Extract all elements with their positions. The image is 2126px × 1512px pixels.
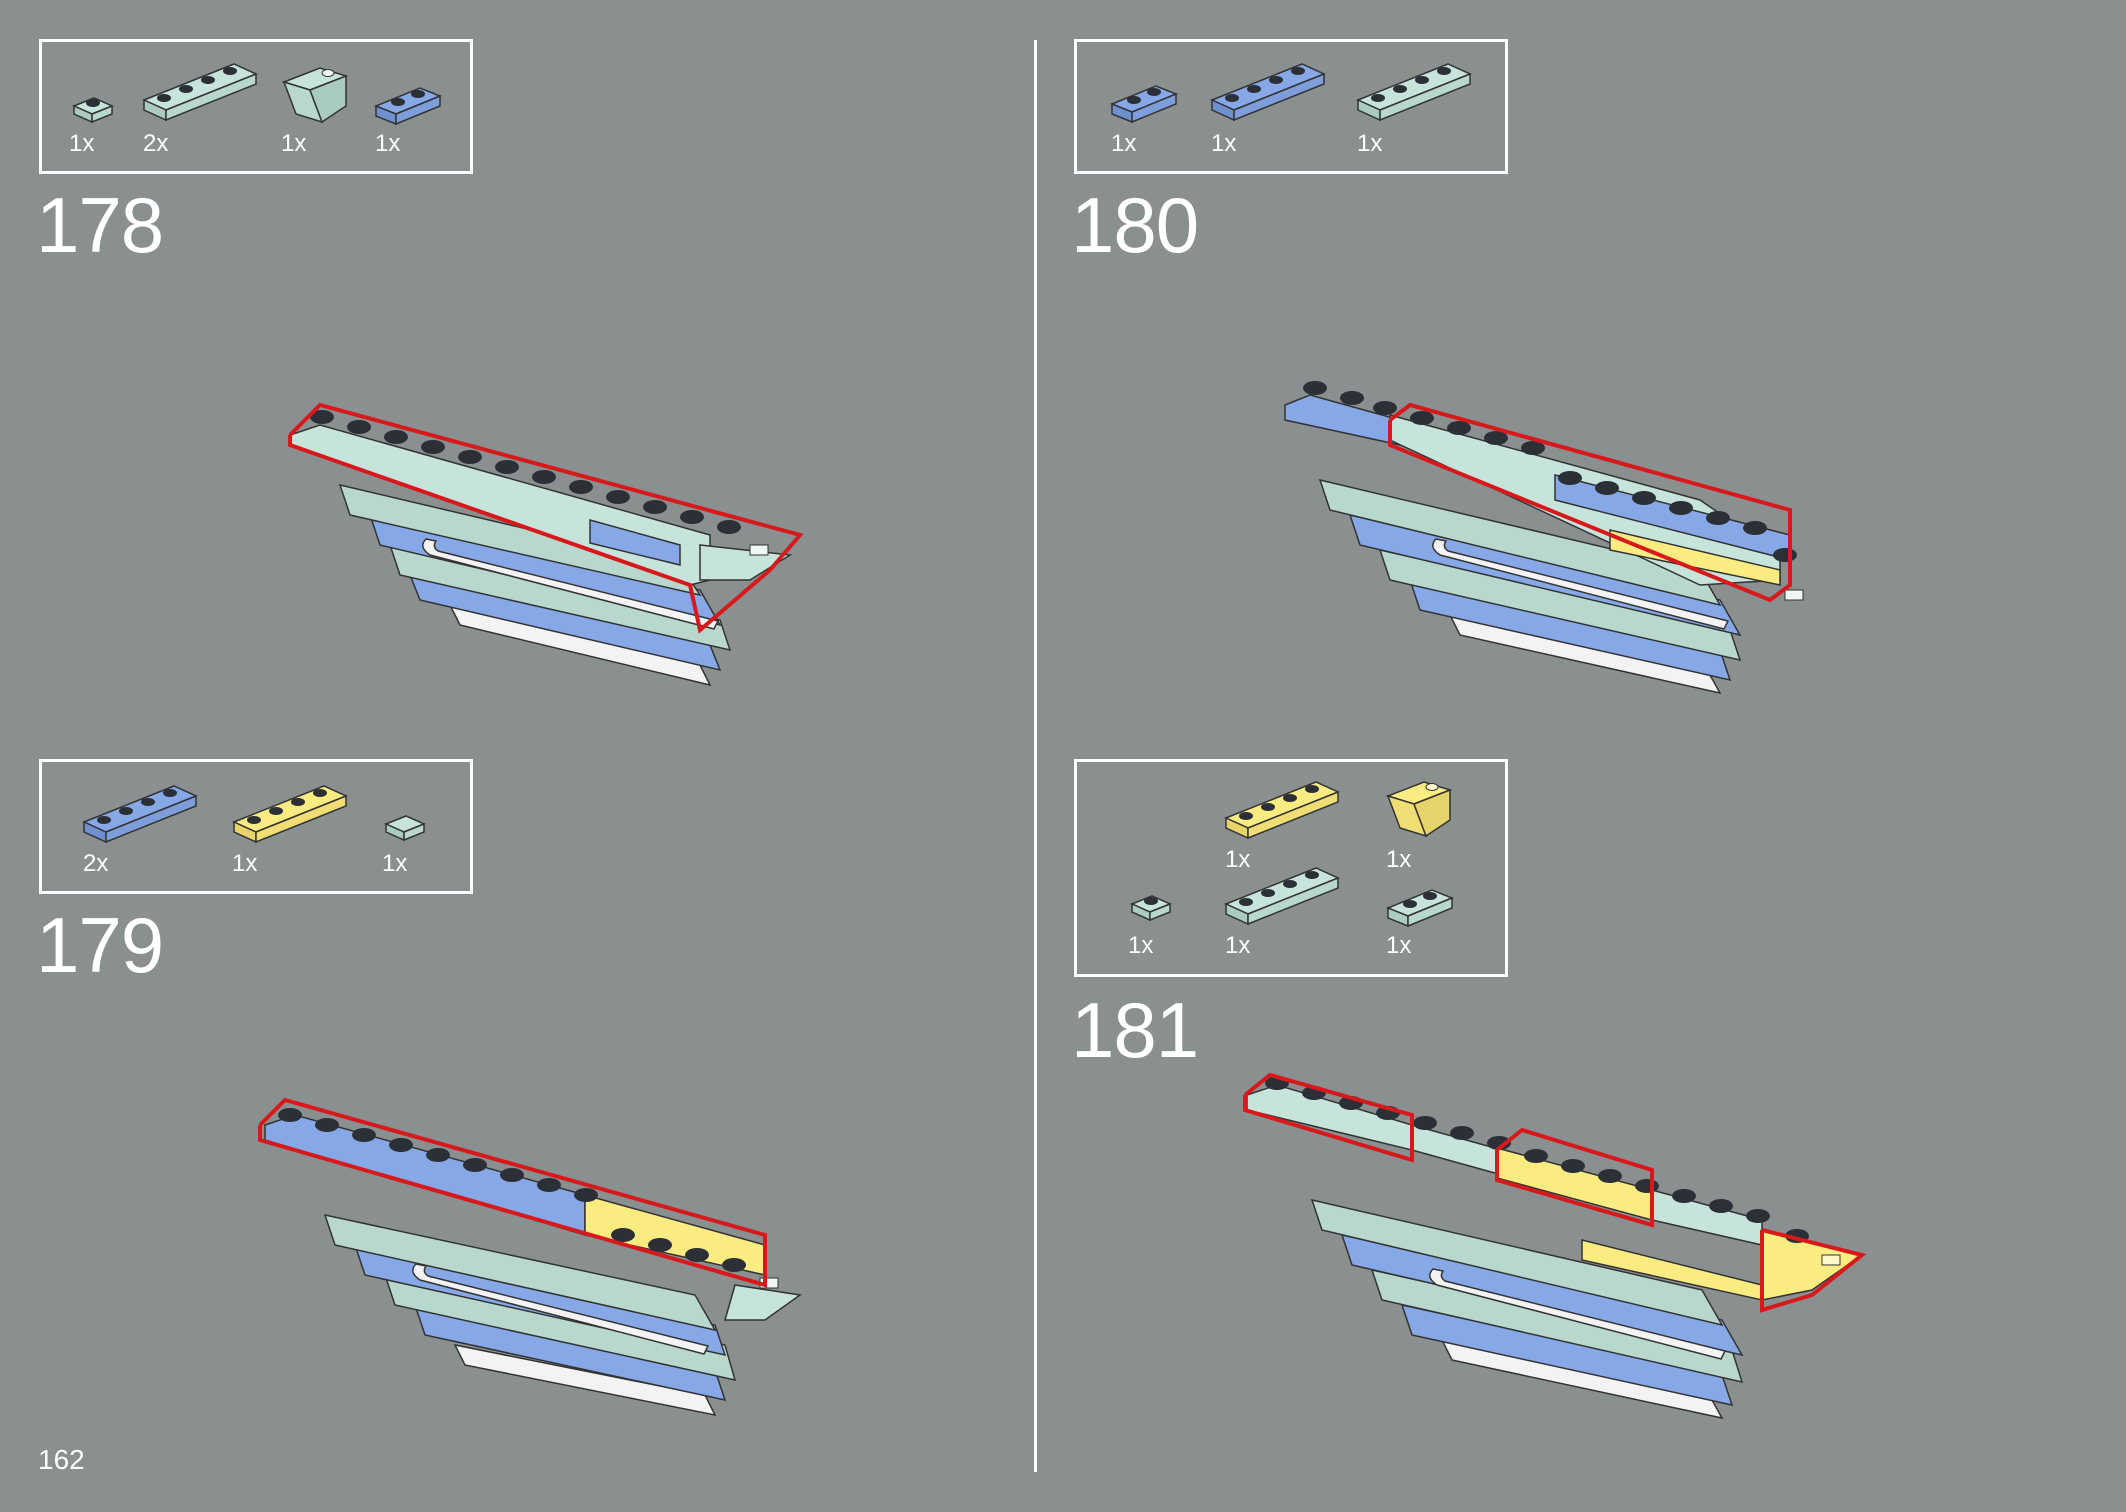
model-step-180 [1284, 381, 1804, 695]
parts-list-180 [1074, 39, 1508, 174]
step-number-179: 179 [36, 901, 164, 989]
step-number-178: 178 [36, 181, 164, 269]
qty-179-3: 1x [382, 850, 408, 877]
qty-181-4: 1x [1225, 932, 1251, 959]
qty-179-2: 1x [232, 850, 258, 877]
step-number-181: 181 [1071, 986, 1199, 1074]
parts-list-178 [39, 39, 473, 174]
blue-1x4-plate-icon [1210, 63, 1326, 122]
page-number: 162 [38, 1444, 85, 1475]
model-step-178 [288, 402, 804, 687]
parts-list-181 [1074, 759, 1508, 977]
qty-180-3: 1x [1357, 130, 1383, 157]
qty-181-5: 1x [1386, 932, 1412, 959]
qty-181-1: 1x [1225, 846, 1251, 873]
mint-1x4-plate-icon [1224, 867, 1340, 926]
mint-slope-brick-icon [281, 67, 349, 124]
mint-1x1-plate-icon [72, 97, 114, 124]
model-step-179 [258, 1097, 802, 1417]
qty-179-1: 2x [83, 850, 109, 877]
mint-1x1-plate-icon [1130, 895, 1172, 922]
qty-178-1: 1x [69, 130, 95, 157]
mint-1x4-plate-icon [1356, 63, 1472, 122]
qty-178-4: 1x [375, 130, 401, 157]
qty-180-2: 1x [1211, 130, 1237, 157]
qty-181-2: 1x [1386, 846, 1412, 873]
parts-list-179 [39, 759, 473, 894]
yellow-1x4-plate-icon [232, 785, 348, 844]
mint-1x2-plate-icon [1386, 889, 1454, 928]
qty-178-3: 1x [281, 130, 307, 157]
blue-1x2-plate-icon [1110, 85, 1178, 124]
blue-1x2-plate-icon [374, 87, 442, 126]
yellow-slope-brick-icon [1385, 781, 1453, 838]
mint-1x4-plate-icon [142, 63, 258, 122]
mint-1x1-tile-icon [384, 815, 426, 842]
qty-178-2: 2x [143, 130, 169, 157]
page-divider [1034, 40, 1037, 1472]
model-step-181 [1243, 1072, 1867, 1420]
qty-181-3: 1x [1128, 932, 1154, 959]
qty-180-1: 1x [1111, 130, 1137, 157]
blue-1x4-plate-icon [82, 785, 198, 844]
yellow-1x4-plate-icon [1224, 781, 1340, 840]
step-number-180: 180 [1071, 181, 1199, 269]
